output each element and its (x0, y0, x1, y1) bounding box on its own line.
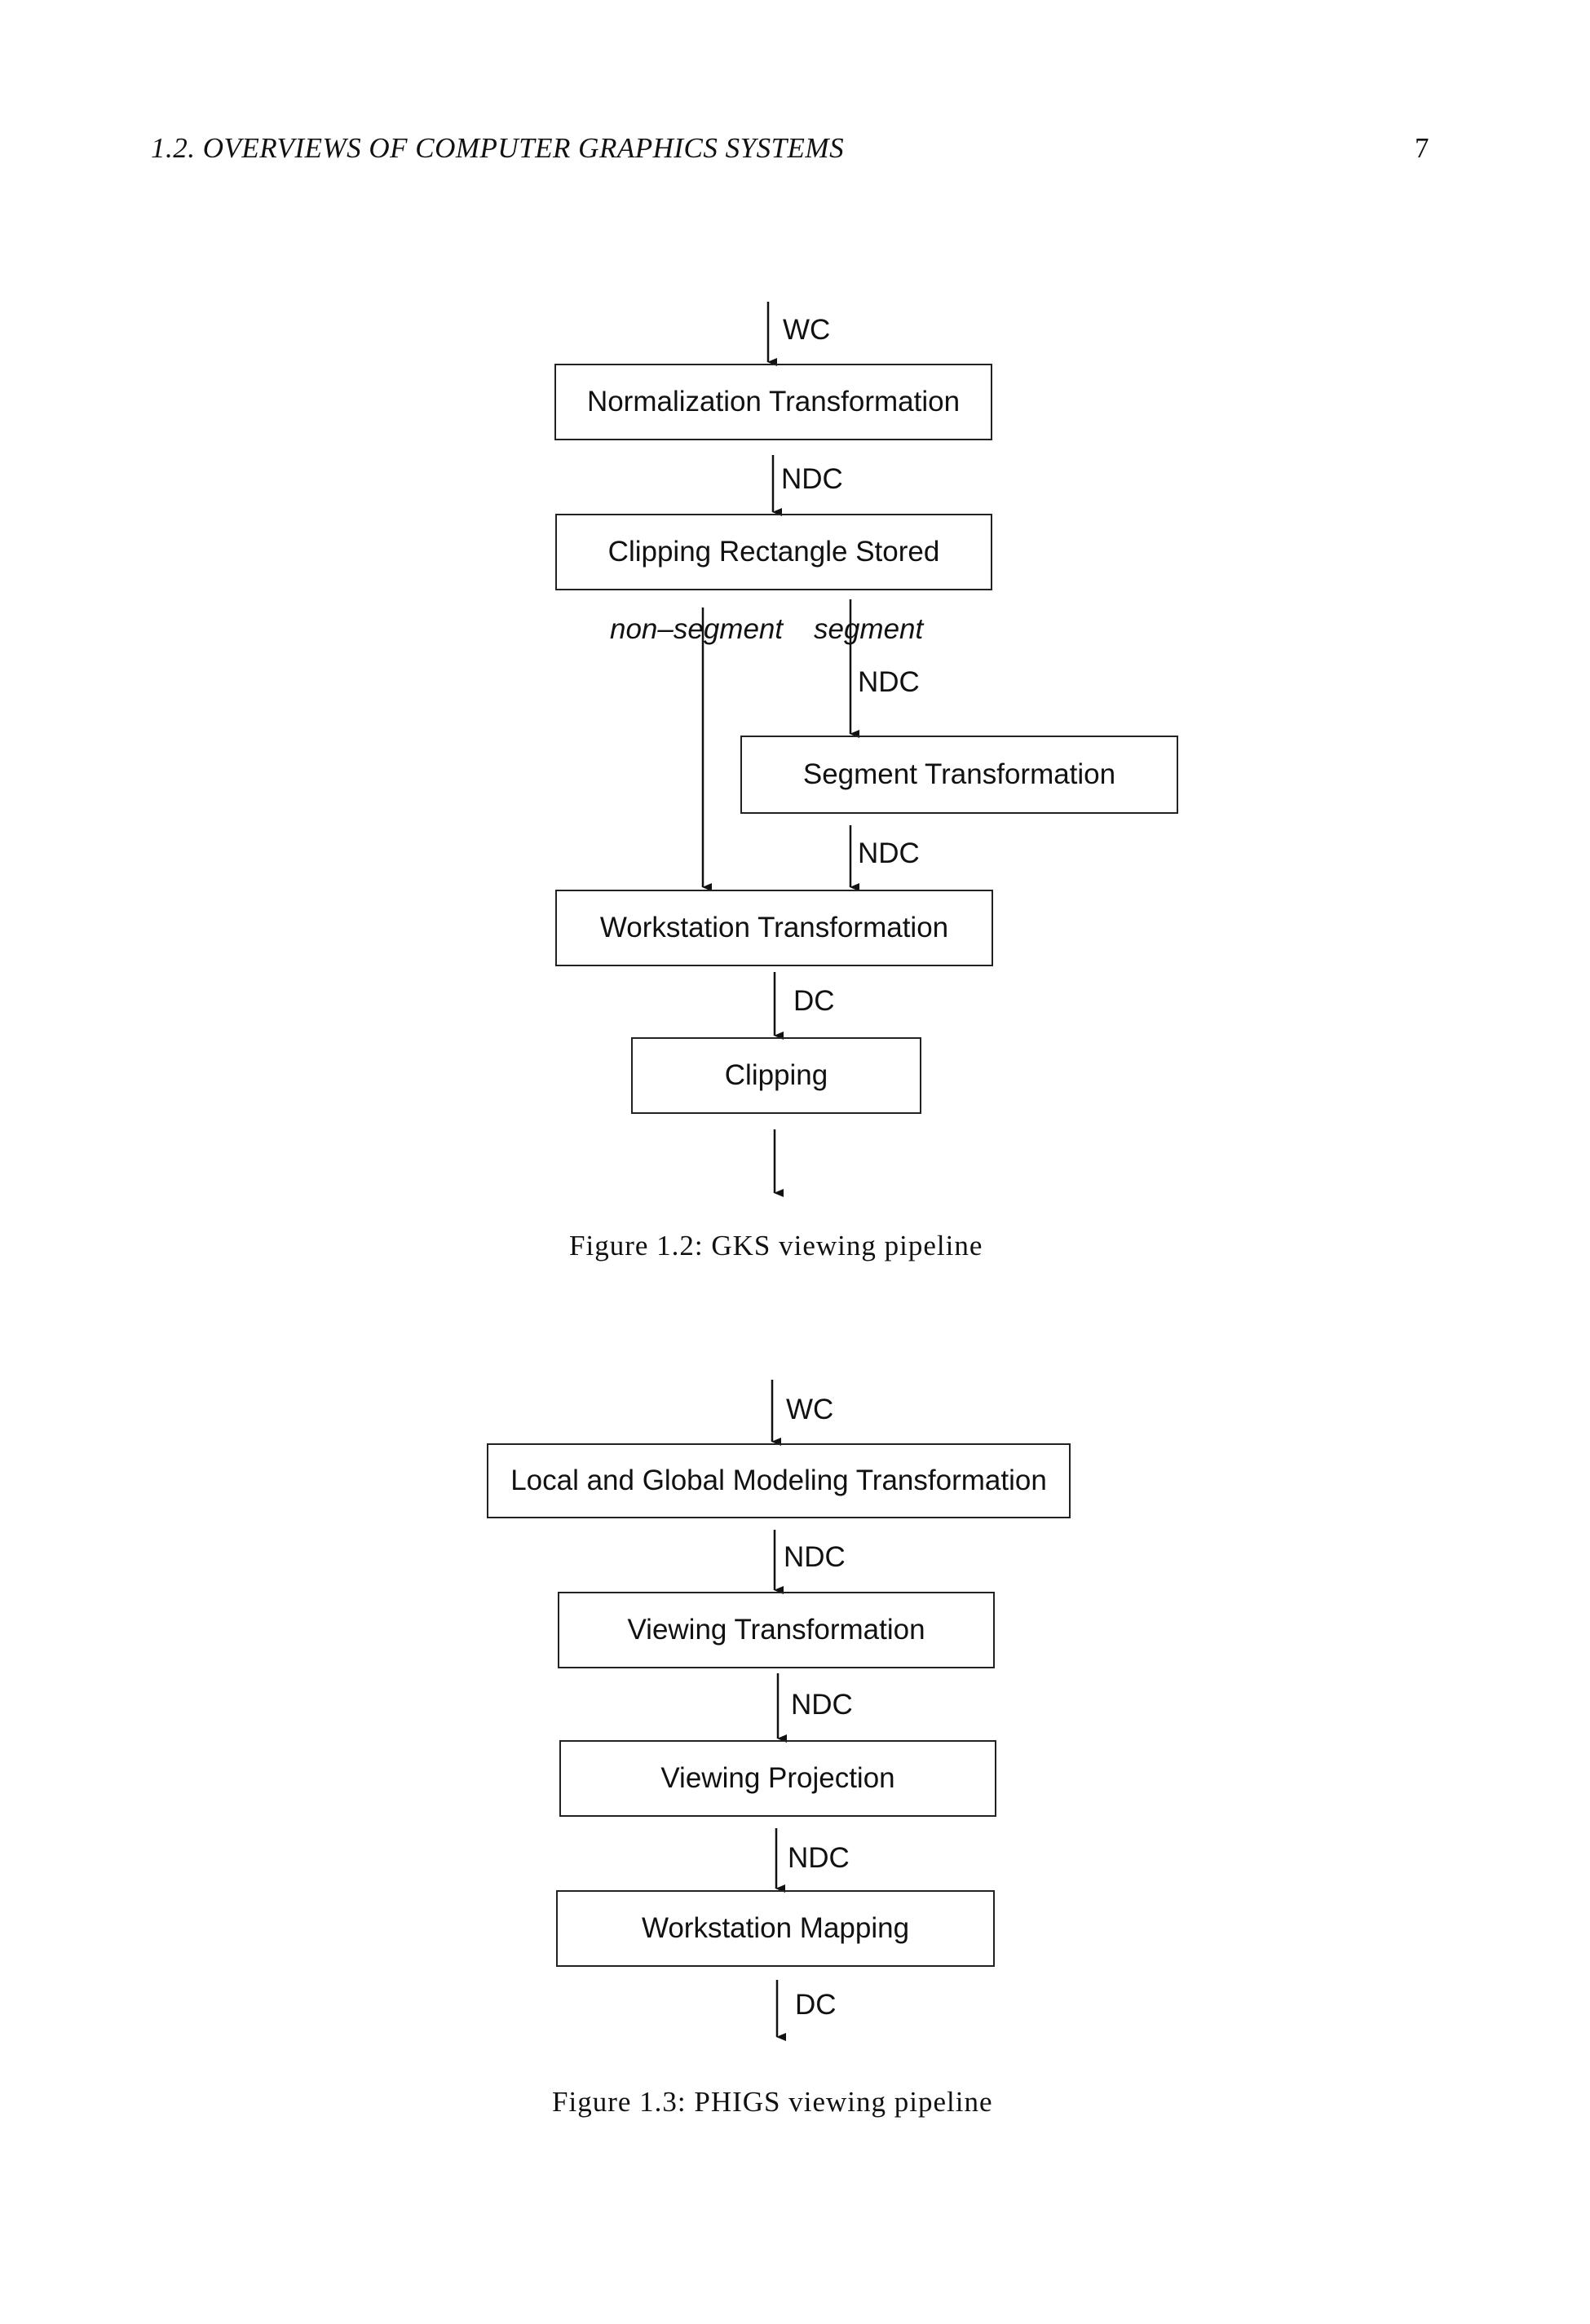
segment-transformation-box: Segment Transformation (740, 736, 1178, 814)
viewing-projection-box: Viewing Projection (559, 1740, 996, 1817)
label-ndc-phigs-1: NDC (784, 1541, 846, 1573)
label-dc-phigs: DC (795, 1989, 837, 2021)
label-segment: segment (814, 613, 924, 645)
label-wc-phigs: WC (786, 1394, 834, 1425)
modeling-transformation-box: Local and Global Modeling Transformation (487, 1443, 1071, 1518)
label-ndc-after-segment: NDC (858, 837, 920, 869)
label-ndc-segment: NDC (858, 666, 920, 698)
page-number: 7 (1415, 132, 1429, 164)
viewing-transformation-box: Viewing Transformation (558, 1592, 995, 1668)
workstation-transformation-box: Workstation Transformation (555, 890, 993, 966)
label-wc: WC (783, 314, 831, 346)
clipping-rectangle-stored-box: Clipping Rectangle Stored (555, 514, 992, 590)
figure-1-2-caption: Figure 1.2: GKS viewing pipeline (569, 1230, 983, 1261)
workstation-mapping-box: Workstation Mapping (556, 1890, 995, 1967)
label-dc: DC (793, 985, 835, 1017)
figure-1-3-caption: Figure 1.3: PHIGS viewing pipeline (552, 2086, 993, 2118)
label-ndc-phigs-3: NDC (788, 1842, 850, 1874)
normalization-transformation-box: Normalization Transformation (554, 364, 992, 440)
clipping-box: Clipping (631, 1037, 921, 1114)
label-ndc: NDC (781, 463, 843, 495)
label-non-segment: non–segment (610, 613, 784, 645)
running-header: 1.2. OVERVIEWS OF COMPUTER GRAPHICS SYST… (151, 132, 845, 164)
label-ndc-phigs-2: NDC (791, 1689, 853, 1721)
